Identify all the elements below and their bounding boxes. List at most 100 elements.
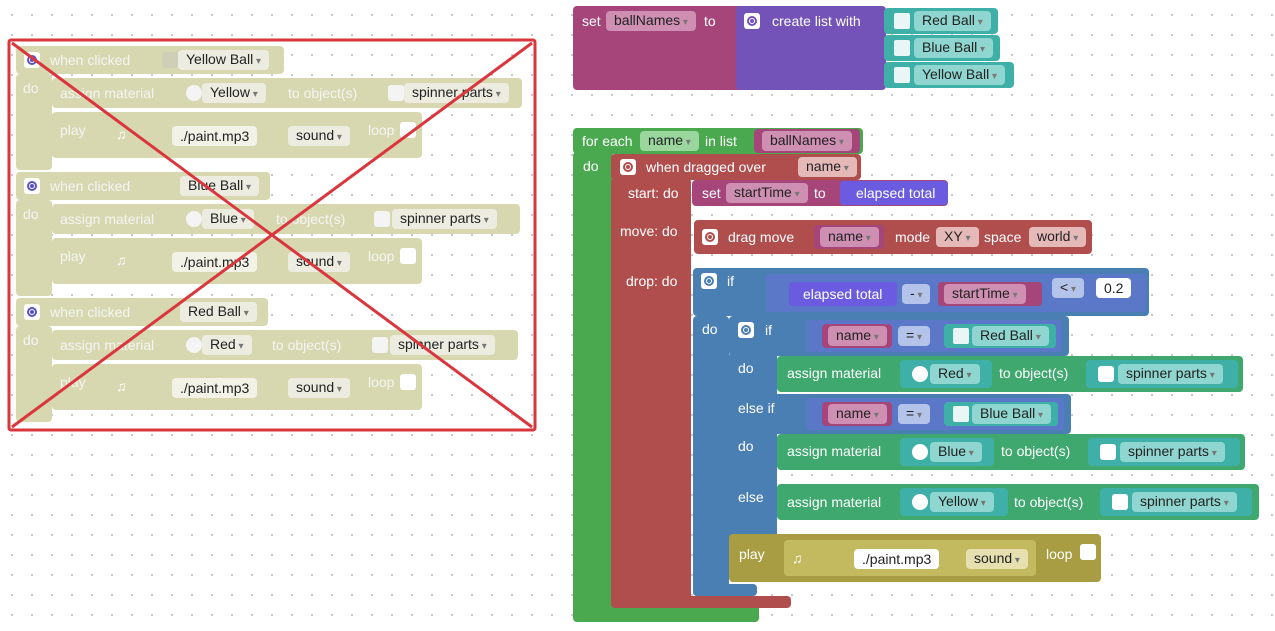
- gear-icon: [702, 229, 718, 245]
- do-block-3: [16, 326, 52, 422]
- in-list-label: in list: [705, 133, 737, 149]
- do-label: do: [23, 80, 39, 96]
- palette-icon: [186, 337, 202, 353]
- gear-icon: [738, 322, 754, 338]
- do-label: do: [23, 206, 39, 222]
- dragged-var-dropdown[interactable]: name: [798, 157, 857, 177]
- drag-var-dropdown[interactable]: name: [820, 227, 879, 247]
- cube-icon: [162, 52, 178, 68]
- list-variable-dropdown[interactable]: ballNames: [762, 131, 852, 151]
- material-dropdown-blue[interactable]: Blue: [930, 442, 982, 462]
- loop-label: loop: [368, 374, 395, 390]
- set-label: set: [702, 185, 721, 201]
- material-dropdown[interactable]: Yellow: [202, 83, 266, 103]
- palette-icon: [912, 494, 928, 510]
- do-label: do: [702, 321, 718, 337]
- elapsed-total-label: elapsed total: [856, 185, 936, 201]
- space-dropdown[interactable]: world: [1029, 227, 1087, 247]
- elapsed-total-block[interactable]: [789, 282, 897, 306]
- name-dropdown[interactable]: name: [828, 404, 887, 424]
- object-dropdown-red-ball[interactable]: Red Ball: [180, 302, 257, 322]
- object-dropdown-red-ball[interactable]: Red Ball: [972, 326, 1049, 346]
- to-label: to: [814, 185, 826, 201]
- material-dropdown-red[interactable]: Red: [930, 364, 980, 384]
- starttime-dropdown[interactable]: startTime: [726, 183, 808, 203]
- sound-kind-dropdown[interactable]: sound: [288, 378, 350, 398]
- sound-file-field[interactable]: ./paint.mp3: [172, 126, 258, 146]
- object-dropdown-yellow-ball[interactable]: Yellow Ball: [178, 50, 270, 70]
- target-dropdown[interactable]: spinner parts: [1120, 442, 1225, 462]
- if-label: if: [765, 322, 772, 338]
- material-dropdown[interactable]: Red: [202, 335, 252, 355]
- drag-move-block[interactable]: [694, 220, 1092, 254]
- threshold-field[interactable]: 0.2: [1096, 278, 1132, 298]
- less-than-dropdown[interactable]: <: [1052, 278, 1084, 298]
- if-label: if: [727, 273, 734, 289]
- space-label: space: [984, 229, 1022, 245]
- loop-checkbox[interactable]: [400, 122, 416, 138]
- play-label: play: [60, 248, 86, 264]
- target-dropdown[interactable]: spinner parts: [392, 209, 497, 229]
- cross-out-mark: [7, 38, 537, 432]
- mesh-icon: [1112, 494, 1128, 510]
- sound-kind-dropdown[interactable]: sound: [288, 126, 350, 146]
- note-icon: ♫: [116, 252, 127, 268]
- cube-icon: [894, 13, 910, 29]
- for-each-body: [573, 152, 613, 618]
- create-list-label: create list with: [772, 13, 861, 29]
- else-if-label: else if: [738, 400, 775, 416]
- material-dropdown[interactable]: Blue: [202, 209, 254, 229]
- drop-do-label: drop: do: [626, 273, 678, 289]
- target-dropdown[interactable]: spinner parts: [1118, 364, 1223, 384]
- for-each-footer: [573, 604, 759, 622]
- mesh-icon: [1100, 444, 1116, 460]
- sound-file-field[interactable]: ./paint.mp3: [854, 549, 940, 569]
- to-objects-label: to object(s): [1001, 443, 1071, 459]
- variable-dropdown-ballnames[interactable]: ballNames: [606, 11, 696, 31]
- object-dropdown-blue-ball[interactable]: Blue Ball: [972, 404, 1052, 424]
- loop-checkbox[interactable]: [1080, 544, 1096, 560]
- gear-icon: [701, 273, 717, 289]
- note-icon: ♫: [792, 550, 803, 566]
- play-label: play: [60, 122, 86, 138]
- loop-label: loop: [368, 122, 395, 138]
- to-objects-label: to object(s): [276, 211, 346, 227]
- object-dropdown-red-ball[interactable]: Red Ball: [914, 11, 991, 31]
- elapsed-total-block[interactable]: [840, 181, 948, 205]
- minus-operator-dropdown[interactable]: -: [902, 284, 931, 304]
- dragged-footer: [611, 596, 791, 608]
- gear-icon: [24, 178, 40, 194]
- dragged-body: [611, 178, 691, 606]
- else-label: else: [738, 489, 764, 505]
- target-dropdown[interactable]: spinner parts: [1132, 492, 1237, 512]
- mesh-icon: [374, 211, 390, 227]
- sound-kind-dropdown[interactable]: sound: [966, 549, 1028, 569]
- do-label: do: [23, 332, 39, 348]
- if-body: [693, 316, 729, 596]
- to-objects-label: to object(s): [288, 85, 358, 101]
- mode-dropdown[interactable]: XY: [936, 227, 979, 247]
- do-label: do: [583, 158, 599, 174]
- gear-icon: [24, 304, 40, 320]
- mesh-icon: [388, 85, 404, 101]
- when-dragged-over-label: when dragged over: [646, 159, 766, 175]
- object-dropdown-blue-ball[interactable]: Blue Ball: [914, 38, 994, 58]
- gear-icon: [620, 159, 636, 175]
- palette-icon: [912, 366, 928, 382]
- if-footer: [693, 584, 757, 596]
- loop-checkbox[interactable]: [400, 248, 416, 264]
- assign-material-label: assign material: [60, 211, 155, 227]
- equals-dropdown[interactable]: =: [898, 404, 930, 424]
- object-dropdown-yellow-ball[interactable]: Yellow Ball: [914, 65, 1006, 85]
- name-dropdown[interactable]: name: [828, 326, 887, 346]
- loop-variable-dropdown[interactable]: name: [640, 131, 699, 151]
- equals-dropdown[interactable]: =: [898, 326, 930, 346]
- loop-label: loop: [368, 248, 395, 264]
- mesh-icon: [1098, 366, 1114, 382]
- starttime-dropdown[interactable]: startTime: [944, 284, 1026, 304]
- create-list-block[interactable]: [736, 6, 886, 90]
- sound-file-field[interactable]: ./paint.mp3: [172, 378, 258, 398]
- material-dropdown-yellow[interactable]: Yellow: [930, 492, 994, 512]
- loop-checkbox[interactable]: [400, 374, 416, 390]
- do-block-2: [16, 200, 52, 296]
